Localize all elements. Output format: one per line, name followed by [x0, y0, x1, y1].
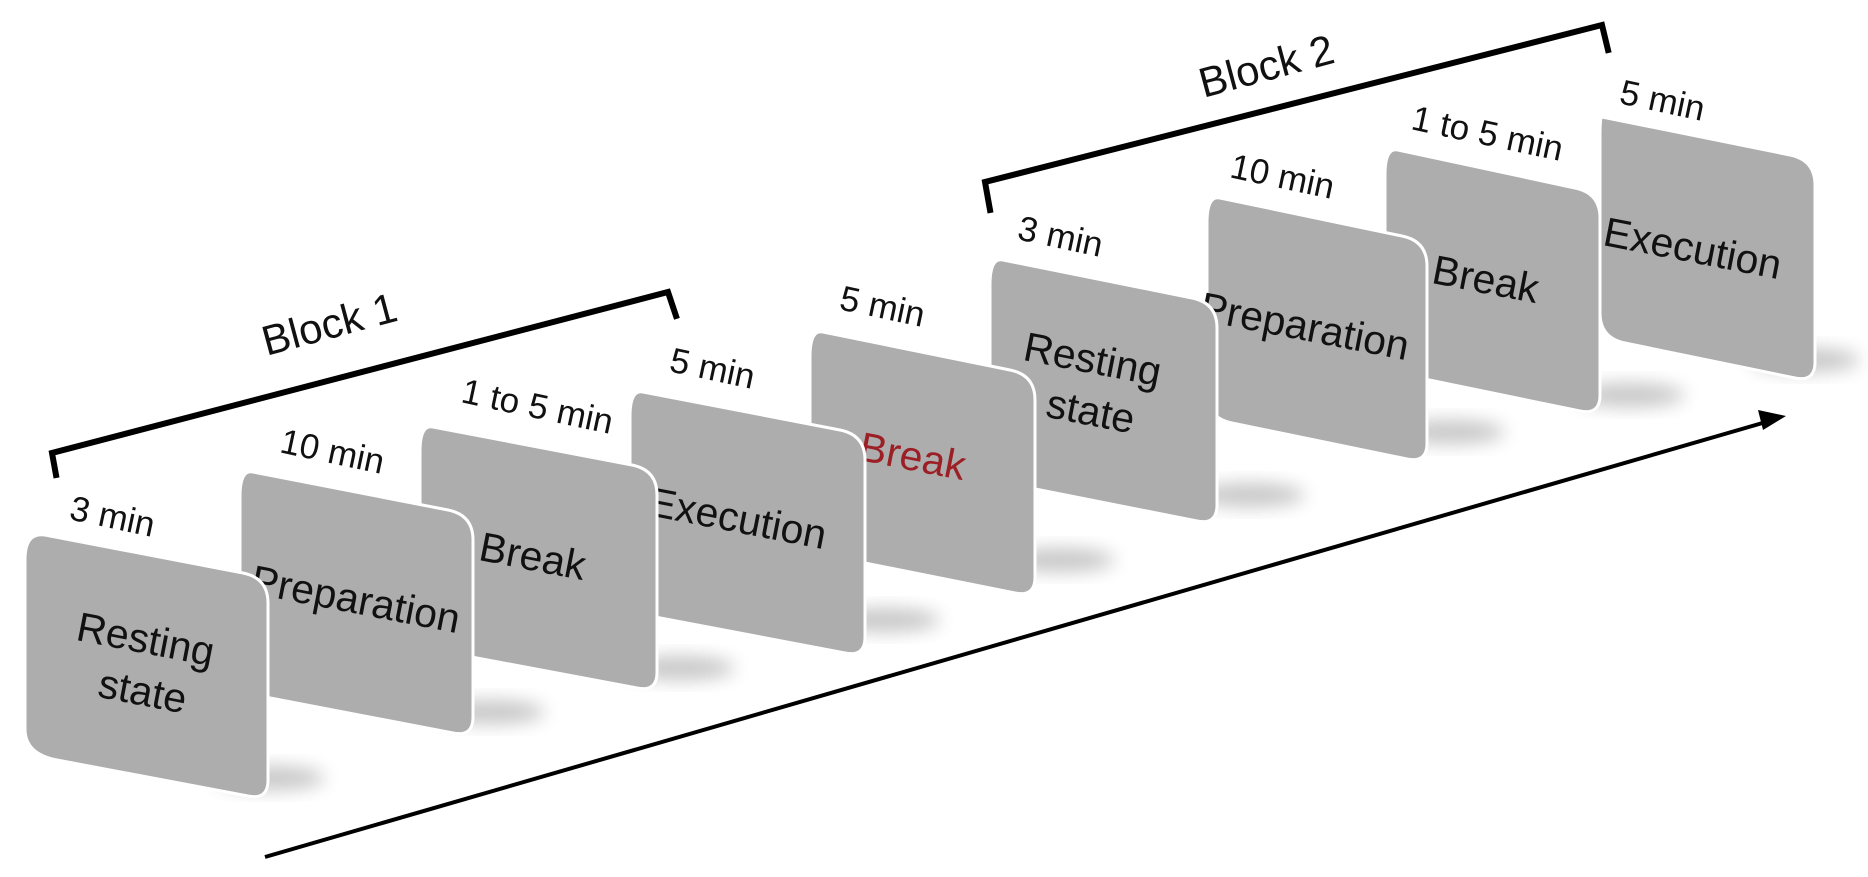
card-shape	[628, 390, 867, 656]
step-duration: 3 min	[1014, 209, 1106, 265]
step-card-4: 5 min Execution	[628, 341, 940, 656]
step-card-1: 3 min Resting state	[23, 489, 325, 799]
step-duration: 5 min	[1616, 73, 1708, 129]
step-duration: 5 min	[666, 341, 758, 397]
card-shape	[23, 533, 270, 799]
card-shape	[1598, 115, 1817, 381]
card-shape	[238, 470, 475, 736]
card-shape	[1383, 148, 1602, 414]
block-2-label: Block 2	[1194, 25, 1339, 106]
timeline-arrowhead-icon	[1758, 410, 1786, 430]
card-shape	[418, 425, 659, 691]
step-duration: 5 min	[836, 279, 928, 335]
step-duration: 10 min	[277, 422, 388, 482]
step-duration: 10 min	[1227, 147, 1338, 207]
step-card-2: 10 min Preparation	[238, 422, 545, 736]
block-1-bracket	[48, 288, 680, 479]
block-1-label: Block 1	[257, 283, 402, 364]
block-2-bracket	[981, 21, 1612, 214]
timeline-line	[264, 420, 1767, 859]
step-duration: 3 min	[66, 489, 158, 545]
timeline-arrow	[264, 410, 1786, 859]
step-card-9: 5 min Execution	[1598, 73, 1860, 381]
step-duration: 1 to 5 min	[458, 372, 616, 442]
card-shape	[988, 258, 1219, 524]
step-card-7: 10 min Preparation	[1196, 147, 1505, 462]
card-shape	[1205, 196, 1429, 462]
